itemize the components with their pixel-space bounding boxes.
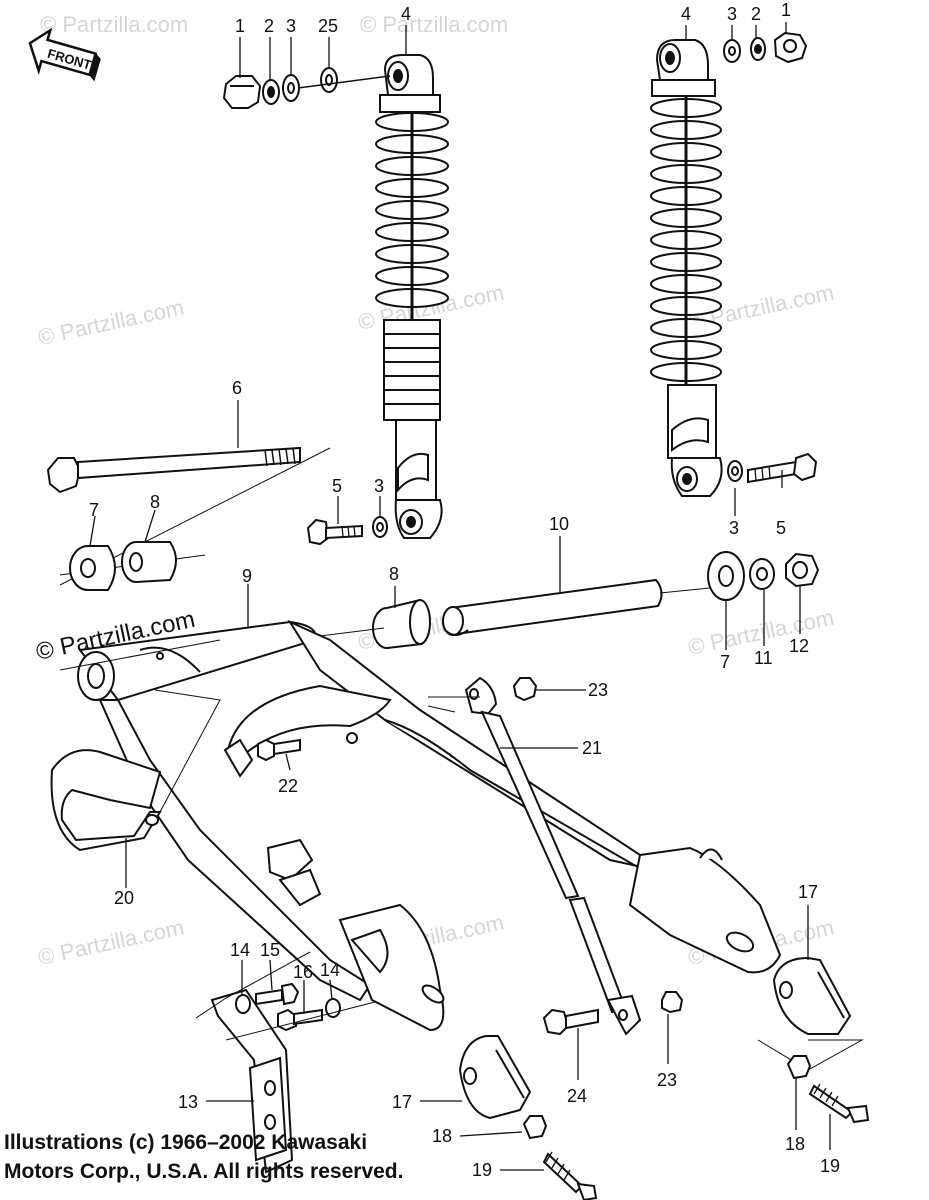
leader-line bbox=[757, 1039, 864, 1071]
collar-7-left bbox=[69, 545, 116, 591]
callout-23: 23 bbox=[588, 680, 608, 700]
copyright-line-2: Motors Corp., U.S.A. All rights reserved… bbox=[4, 1160, 404, 1183]
callout-14: 14 bbox=[320, 960, 340, 980]
callout-12: 12 bbox=[789, 636, 809, 656]
watermark: © Partzilla.com bbox=[36, 915, 186, 970]
screw-19-right bbox=[808, 1083, 870, 1124]
callout-1: 1 bbox=[781, 0, 791, 20]
callout-16: 16 bbox=[293, 962, 313, 982]
left-top-hardware bbox=[222, 67, 391, 109]
callout-2: 2 bbox=[264, 16, 274, 36]
copyright-line-1: Illustrations (c) 1966–2002 Kawasaki bbox=[4, 1131, 368, 1154]
callout-18: 18 bbox=[785, 1134, 805, 1154]
washer-14-right bbox=[325, 998, 341, 1018]
callout-7: 7 bbox=[89, 500, 99, 520]
washer-11 bbox=[749, 558, 775, 590]
bracket-13 bbox=[210, 988, 294, 1174]
nut-12 bbox=[785, 552, 820, 588]
swingarm-9 bbox=[77, 619, 782, 1032]
leader-line bbox=[195, 951, 376, 1041]
callout-6: 6 bbox=[232, 378, 242, 398]
nut-18-right bbox=[786, 1055, 812, 1080]
washer-3-left-lower bbox=[372, 516, 388, 538]
bolt-16 bbox=[277, 1008, 323, 1032]
callout-18: 18 bbox=[432, 1126, 452, 1146]
nut-23-bottom bbox=[661, 991, 684, 1014]
callout-17: 17 bbox=[392, 1092, 412, 1112]
callout-13: 13 bbox=[178, 1092, 198, 1112]
callout-23: 23 bbox=[657, 1070, 677, 1090]
bolt-22 bbox=[257, 738, 301, 762]
nut-18-left bbox=[522, 1115, 548, 1140]
nut-23-top bbox=[512, 677, 538, 702]
watermark: © Partzilla.com bbox=[40, 12, 188, 37]
bolt-15 bbox=[255, 982, 300, 1006]
axle-bolt-6 bbox=[46, 446, 301, 494]
pivot-shaft-10 bbox=[442, 578, 663, 636]
bushing-8-center bbox=[372, 598, 431, 649]
callout-2: 2 bbox=[751, 4, 761, 24]
washer-3-right-lower bbox=[727, 460, 743, 482]
callout-22: 22 bbox=[278, 776, 298, 796]
callout-8: 8 bbox=[389, 564, 399, 584]
callout-numbers: 1 2 3 25 4 4 3 2 1 6 5 3 3 5 7 8 9 10 8 … bbox=[89, 0, 840, 1180]
callout-15: 15 bbox=[260, 940, 280, 960]
callout-19: 19 bbox=[820, 1156, 840, 1176]
callout-14: 14 bbox=[230, 940, 250, 960]
callout-25: 25 bbox=[318, 16, 338, 36]
callout-20: 20 bbox=[114, 888, 134, 908]
callout-11: 11 bbox=[754, 648, 773, 668]
callout-3: 3 bbox=[729, 518, 739, 538]
chain-adjuster-17-left bbox=[458, 1035, 532, 1120]
callout-5: 5 bbox=[332, 476, 342, 496]
left-shock-absorber bbox=[375, 54, 449, 539]
callout-4: 4 bbox=[401, 4, 411, 24]
right-top-hardware bbox=[723, 31, 808, 64]
callout-9: 9 bbox=[242, 566, 252, 586]
callout-leaders bbox=[89, 22, 831, 1171]
callout-7: 7 bbox=[720, 652, 730, 672]
leader-line bbox=[427, 696, 480, 713]
callout-1: 1 bbox=[235, 16, 245, 36]
callout-24: 24 bbox=[567, 1086, 587, 1106]
callout-4: 4 bbox=[681, 4, 691, 24]
screw-19-left bbox=[542, 1151, 598, 1200]
bushing-8-left bbox=[121, 541, 177, 583]
watermark: © Partzilla.com bbox=[360, 12, 508, 37]
leader-line bbox=[319, 587, 711, 637]
bolt-24 bbox=[542, 1008, 599, 1036]
callout-10: 10 bbox=[549, 514, 569, 534]
torque-link-21 bbox=[464, 676, 642, 1036]
callout-5: 5 bbox=[776, 518, 786, 538]
collar-7-right bbox=[707, 551, 745, 601]
watermark: © Partzilla.com bbox=[36, 295, 186, 350]
callout-17: 17 bbox=[798, 882, 818, 902]
callout-21: 21 bbox=[582, 738, 602, 758]
callout-3: 3 bbox=[374, 476, 384, 496]
chain-adjuster-17-right bbox=[772, 956, 852, 1035]
callout-3: 3 bbox=[727, 4, 737, 24]
washer-14-left bbox=[235, 994, 251, 1014]
callout-19: 19 bbox=[472, 1160, 492, 1180]
bolt-5-left bbox=[306, 518, 363, 546]
leader-line bbox=[59, 639, 221, 813]
bolt-5-right bbox=[747, 452, 818, 484]
chain-guard-20 bbox=[50, 749, 162, 852]
right-shock-absorber bbox=[650, 39, 723, 497]
callout-3: 3 bbox=[286, 16, 296, 36]
callout-8: 8 bbox=[150, 492, 160, 512]
